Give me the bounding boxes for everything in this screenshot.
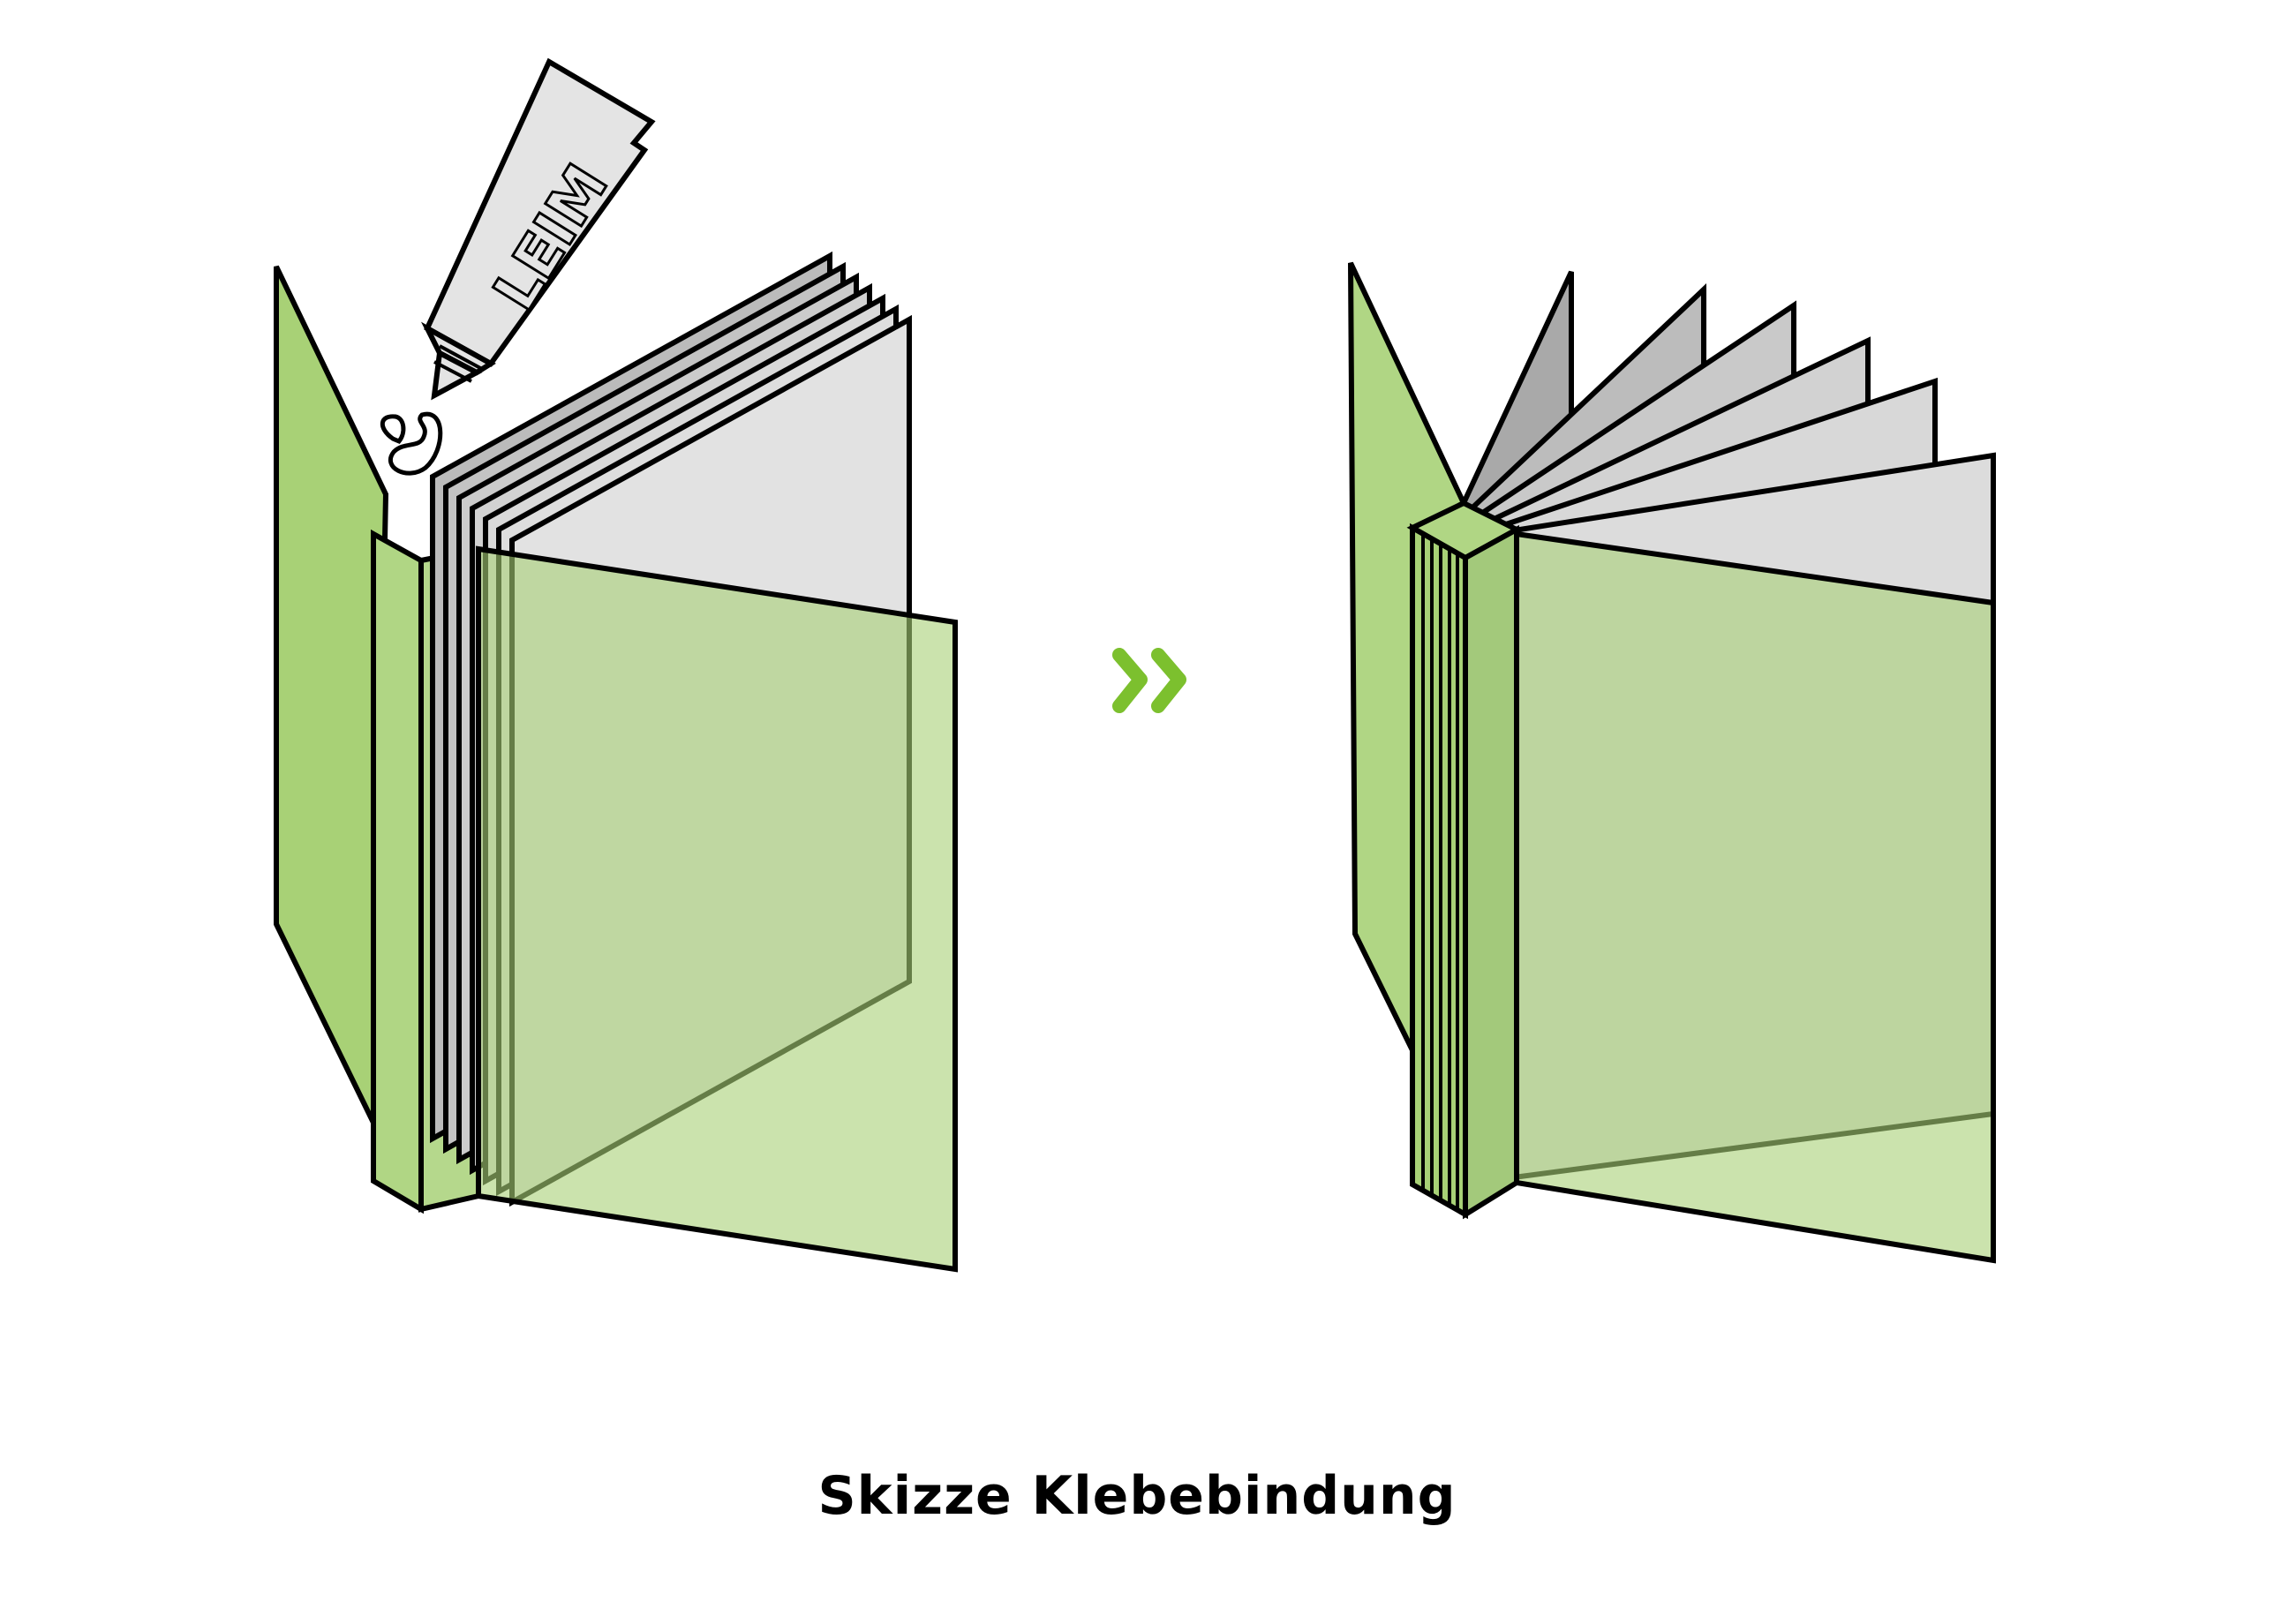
glue-tube-ridge: [433, 360, 472, 383]
before-gluing-illustration: LEIM: [274, 57, 958, 1273]
diagram-caption: Skizze Klebebindung: [817, 1465, 1457, 1527]
chevron-right-icon: [1151, 648, 1186, 713]
glue-drop: [380, 414, 406, 445]
glue-drop: [388, 411, 443, 476]
glued-spine: [1406, 500, 1523, 1220]
spine-front: [1463, 524, 1519, 1220]
front-cover: [476, 545, 958, 1273]
chevron-right-icon: [1112, 648, 1148, 713]
double-chevron-icon: [1112, 648, 1186, 713]
glue-tube: LEIM: [420, 57, 656, 401]
after-gluing-illustration: [1348, 261, 1996, 1264]
front-cover: [1514, 530, 1996, 1264]
glue-drops: [380, 411, 443, 476]
back-cover: [274, 265, 389, 1124]
spine-left: [371, 529, 424, 1214]
glue-tube-ridge: [439, 344, 483, 371]
